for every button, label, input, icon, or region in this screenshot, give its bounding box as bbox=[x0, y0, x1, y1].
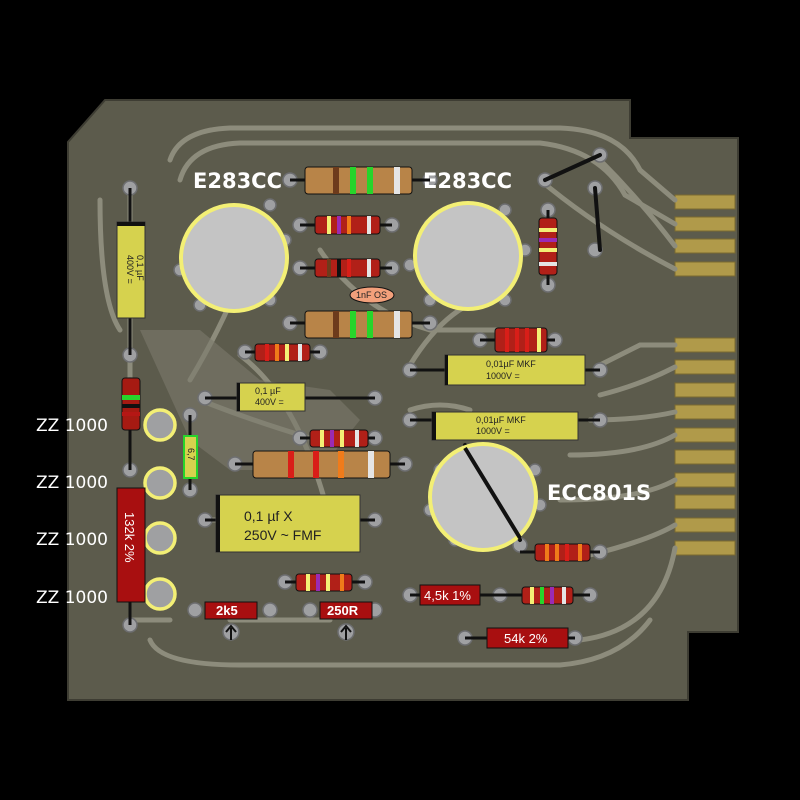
svg-text:1nF OS: 1nF OS bbox=[356, 290, 387, 300]
capacitor-mkf-bottom: 0,01µF MKF 1000V = bbox=[431, 411, 579, 441]
tube-bottom-jumper bbox=[463, 446, 522, 540]
svg-text:54k 2%: 54k 2% bbox=[504, 631, 548, 646]
resistor-lower-large bbox=[252, 450, 391, 479]
tube-label-right: E283CC bbox=[423, 169, 512, 193]
svg-text:0,1 µf X: 0,1 µf X bbox=[244, 508, 293, 524]
svg-text:132k 2%: 132k 2% bbox=[122, 512, 137, 563]
svg-text:4,5k 1%: 4,5k 1% bbox=[424, 588, 471, 603]
zener-pads bbox=[143, 408, 177, 611]
edge-connector bbox=[674, 194, 736, 556]
zener-label-3: ZZ 1000 bbox=[36, 530, 108, 550]
resistor-small-3 bbox=[254, 343, 311, 362]
capacitor-vertical: 0,1 µF 400V = bbox=[116, 221, 146, 319]
small-resistor-6-7: 6,7 bbox=[183, 435, 198, 479]
svg-text:1000V =: 1000V = bbox=[486, 371, 520, 381]
resistor-4-5k: 4,5k 1% bbox=[419, 584, 481, 606]
component-leads bbox=[128, 178, 600, 640]
pot-250r: 250R bbox=[319, 601, 373, 641]
svg-text:1000V =: 1000V = bbox=[476, 426, 510, 436]
resistor-small-5 bbox=[309, 429, 369, 448]
svg-text:2k5: 2k5 bbox=[216, 603, 238, 618]
resistor-left-vertical bbox=[121, 377, 141, 431]
tube-label-bottom: ECC801S bbox=[547, 481, 651, 505]
resistor-top-large bbox=[304, 166, 413, 195]
svg-text:0,1 µF: 0,1 µF bbox=[135, 255, 145, 281]
capacitor-mkf-top: 0,01µF MKF 1000V = bbox=[444, 354, 586, 386]
resistor-small-8 bbox=[521, 586, 574, 605]
resistor-small-1 bbox=[314, 215, 381, 235]
resistor-mid-large bbox=[304, 310, 413, 339]
svg-text:6,7: 6,7 bbox=[186, 448, 196, 461]
resistor-small-7 bbox=[534, 543, 591, 562]
zener-label-2: ZZ 1000 bbox=[36, 473, 108, 493]
tube-label-left: E283CC bbox=[193, 169, 282, 193]
capacitor-1nf: 1nF OS bbox=[349, 286, 395, 304]
svg-text:250V ~ FMF: 250V ~ FMF bbox=[244, 527, 321, 543]
svg-text:250R: 250R bbox=[327, 603, 359, 618]
tube-bottom bbox=[428, 442, 538, 552]
resistor-vertical-right bbox=[538, 217, 558, 276]
capacitor-big: 0,1 µf X 250V ~ FMF bbox=[215, 494, 361, 553]
zener-label-1: ZZ 1000 bbox=[36, 416, 108, 436]
resistor-54k: 54k 2% bbox=[486, 627, 569, 649]
svg-text:0,01µF MKF: 0,01µF MKF bbox=[476, 415, 526, 425]
svg-text:0,1 µF: 0,1 µF bbox=[255, 386, 281, 396]
svg-text:0,01µF MKF: 0,01µF MKF bbox=[486, 359, 536, 369]
capacitor-mid: 0,1 µF 400V = bbox=[236, 382, 306, 412]
tube-right bbox=[413, 201, 523, 311]
resistor-small-2 bbox=[314, 258, 381, 278]
resistor-small-6 bbox=[295, 573, 353, 592]
tube-left bbox=[179, 203, 289, 313]
resistor-132k: 132k 2% bbox=[116, 487, 146, 603]
resistor-small-4 bbox=[494, 327, 548, 353]
pot-2k5: 2k5 bbox=[204, 601, 258, 641]
svg-text:400V =: 400V = bbox=[255, 397, 284, 407]
zener-label-4: ZZ 1000 bbox=[36, 588, 108, 608]
svg-text:400V =: 400V = bbox=[125, 255, 135, 284]
